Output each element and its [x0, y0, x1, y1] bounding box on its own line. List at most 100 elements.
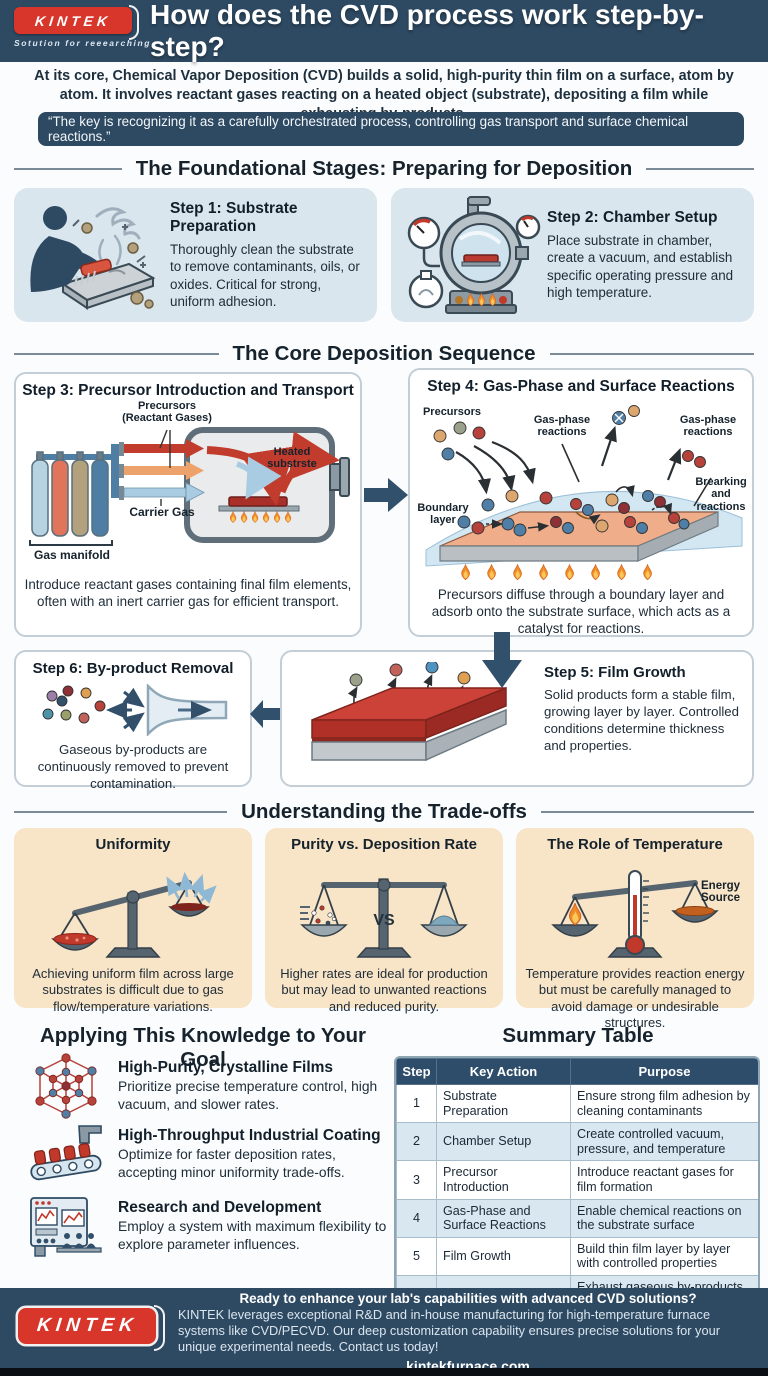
logo-tagline: Sotution for reeearching: [14, 38, 152, 48]
cell-step: 3: [396, 1160, 437, 1200]
step4-card: Step 4: Gas-Phase and Surface Reactions: [408, 368, 754, 637]
cell-step: 5: [396, 1236, 437, 1276]
step4-diagram: Precursors Gas-phase reactions Gas-phase…: [416, 400, 750, 584]
step6-body: Gaseous by-products are continuously rem…: [37, 742, 229, 791]
summary-title: Summary Table: [502, 1024, 654, 1047]
foundational-cards: Step 1: Substrate Preparation Thoroughly…: [14, 188, 754, 322]
divider-line: [540, 811, 755, 813]
cell-step: 4: [396, 1198, 437, 1238]
section-title: The Foundational Stages: Preparing for D…: [135, 157, 633, 180]
crystalline-title: High-Purity, Crystalline Films: [118, 1059, 334, 1077]
heated-substrate-label: Heated substrste: [267, 446, 317, 471]
kintek-logo-box: KINTEK: [14, 5, 139, 40]
bottom-black-bar: [0, 1368, 768, 1376]
cell-action: Substrate Preparation: [436, 1083, 571, 1124]
step3-diagram: Precursors (Reactant Gases) Carrier Gas …: [24, 400, 354, 570]
conveyor-coating-icon: [22, 1122, 110, 1186]
section-tradeoffs-header: Understanding the Trade-offs: [14, 798, 755, 826]
step2-title: Step 2: Chamber Setup: [547, 209, 718, 227]
footer-kintek-logo: KINTEK: [18, 1305, 165, 1351]
arrow-left-icon: [250, 700, 280, 728]
divider-line: [14, 168, 122, 170]
substrate-cleaning-icon: [22, 196, 170, 314]
step5-film-icon: [294, 660, 534, 780]
boundary-layer-label: Boundary layer: [417, 502, 469, 527]
gas-phase-right-label: Gas-phase reactions: [679, 414, 737, 439]
temperature-card: The Role of Temperature: [516, 828, 754, 1030]
step2-card: Step 2: Chamber Setup Place substrate in…: [391, 188, 754, 322]
purity-rate-card: Purity vs. Deposition Rate: [265, 828, 503, 1014]
col-step: Step: [396, 1058, 437, 1085]
step3-body: Introduce reactant gases containing fina…: [24, 577, 352, 610]
divider-line: [14, 353, 219, 355]
quote-banner: “The key is recognizing it as a carefull…: [38, 112, 744, 146]
kintek-logo: KINTEK Sotution for reeearching: [14, 5, 164, 48]
cell-purpose: Build thin film layer by layer with cont…: [570, 1236, 758, 1276]
step4-body: Precursors diffuse through a boundary la…: [431, 587, 731, 637]
carrier-gas-label: Carrier Gas: [129, 505, 195, 519]
precursors-label: Precursors (Reactant Gases): [122, 400, 212, 425]
energy-source-label: Energy Source: [701, 880, 740, 904]
footer-headline: Ready to enhance your lab's capabilities…: [239, 1291, 697, 1306]
rnd-body: Employ a system with maximum flexibility…: [118, 1219, 387, 1252]
arrow-right-icon: [364, 478, 408, 512]
gas-manifold-label: Gas manifold: [33, 548, 110, 562]
step5-card: Step 5: Film Growth Solid products form …: [280, 650, 754, 787]
rnd-title: Research and Development: [118, 1199, 322, 1217]
applying-title: Applying This Knowledge to Your Goal: [39, 1024, 367, 1071]
purity-rate-body: Higher rates are ideal for production bu…: [280, 966, 488, 1014]
precursors-label: Precursors: [422, 406, 482, 418]
gas-phase-left-label: Gas-phase reactions: [533, 414, 591, 439]
step3-card: Step 3: Precursor Introduction and Trans…: [14, 372, 362, 637]
vacuum-chamber-icon: [399, 195, 547, 315]
step2-body: Place substrate in chamber, create a vac…: [547, 233, 734, 300]
divider-line: [14, 811, 228, 813]
tradeoff-cards: Uniformity: [14, 828, 754, 1030]
cell-action: Chamber Setup: [436, 1122, 571, 1162]
step6-icon: [40, 682, 230, 738]
industrial-title: High-Throughput Industrial Coating: [118, 1127, 381, 1145]
header-bar: KINTEK Sotution for reeearching How does…: [0, 0, 768, 62]
cell-action: Gas-Phase and Surface Reactions: [436, 1198, 571, 1238]
temperature-body: Temperature provides reaction energy but…: [525, 966, 745, 1031]
section-foundational-header: The Foundational Stages: Preparing for D…: [14, 155, 754, 183]
logo-swoosh-icon: [129, 5, 139, 40]
page-title: How does the CVD process work step-by-st…: [150, 0, 704, 62]
arrow-down-icon: [482, 632, 522, 688]
cell-action: Precursor Introduction: [436, 1160, 571, 1200]
footer-text: Ready to enhance your lab's capabilities…: [178, 1291, 758, 1374]
col-purpose: Purpose: [570, 1058, 758, 1085]
step6-title: Step 6: By-product Removal: [32, 660, 234, 677]
table-header-row: Step Key Action Purpose: [396, 1058, 758, 1085]
footer-body: KINTEK leverages exceptional R&D and in-…: [178, 1307, 720, 1355]
cell-step: 2: [396, 1122, 437, 1162]
breaking-reactions-label: Brearking and reactions: [695, 476, 747, 513]
cell-purpose: Ensure strong film adhesion by cleaning …: [570, 1083, 758, 1124]
section-title: Understanding the Trade-offs: [241, 800, 527, 823]
temperature-scale-icon: [551, 853, 719, 966]
step5-text: Step 5: Film Growth Solid products form …: [544, 664, 744, 755]
step5-body: Solid products form a stable film, growi…: [544, 687, 739, 753]
step1-card: Step 1: Substrate Preparation Thoroughly…: [14, 188, 377, 322]
crystal-lattice-icon: [22, 1052, 110, 1120]
section-title: The Core Deposition Sequence: [232, 342, 536, 365]
footer-logo-text: KINTEK: [35, 1315, 139, 1336]
footer-logo-swoosh-icon: [154, 1305, 165, 1351]
applying-item-rnd: Research and Development Employ a system…: [22, 1192, 396, 1260]
kintek-logo-text: KINTEK: [34, 12, 112, 29]
step3-title: Step 3: Precursor Introduction and Trans…: [22, 382, 354, 399]
cell-purpose: Introduce reactant gases for film format…: [570, 1160, 758, 1200]
applying-item-industrial: High-Throughput Industrial Coating Optim…: [22, 1122, 396, 1186]
step4-title: Step 4: Gas-Phase and Surface Reactions: [427, 378, 735, 395]
crystalline-body: Prioritize precise temperature control, …: [118, 1079, 378, 1112]
cell-purpose: Create controlled vacuum, pressure, and …: [570, 1122, 758, 1162]
uniformity-card: Uniformity: [14, 828, 252, 1014]
divider-line: [646, 168, 754, 170]
uniformity-body: Achieving uniform film across large subs…: [32, 966, 234, 1014]
step5-title: Step 5: Film Growth: [544, 664, 686, 681]
cell-step: 1: [396, 1083, 437, 1124]
